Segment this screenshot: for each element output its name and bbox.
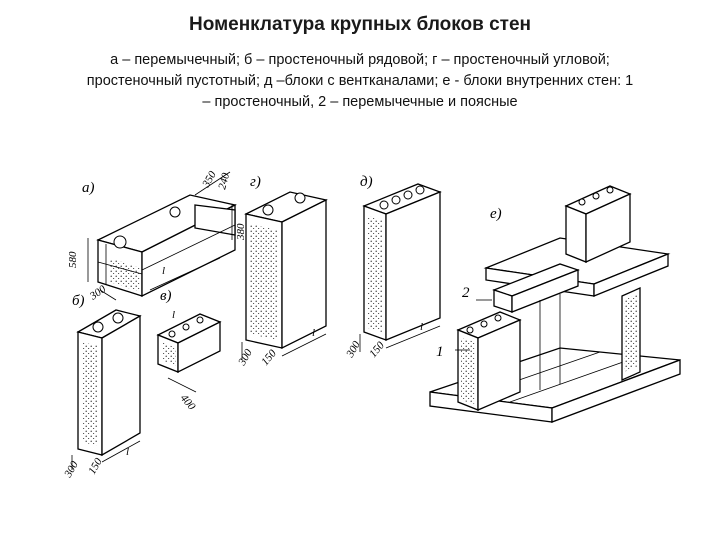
slide-caption: а – перемычечный; б – простеночный рядов… [20,50,700,113]
dim-b-300: 300 [62,459,81,481]
label-e: е) [490,206,502,222]
block-v-hollow [156,313,222,393]
dim-d-l: l [420,321,423,333]
dim-v-l: l [172,309,175,321]
dim-g-l: l [312,327,315,339]
block-e-interior-walls [429,185,681,423]
label-2: 2 [462,285,470,301]
dim-a-240: 240 [216,171,232,191]
label-d: д) [360,174,373,190]
label-1: 1 [436,344,444,360]
block-g-corner-pier [241,191,328,360]
block-d-vent [359,183,442,352]
dim-a-300: 300 [87,283,109,303]
label-v: в) [160,288,172,304]
caption-line-2: простеночный пустотный; д –блоки с вентк… [86,73,634,89]
caption-line-3: – простеночный, 2 – перемычечные и поясн… [202,94,518,110]
dim-d-150: 150 [367,339,387,360]
dim-b-150: 150 [86,456,105,477]
block-a-lintel [87,171,237,301]
label-b: б) [72,293,85,309]
block-b-pier [71,309,142,470]
dim-g-300: 300 [236,347,255,369]
label-g: г) [250,174,261,190]
label-a: а) [82,180,95,196]
dim-g-150: 150 [259,347,279,368]
dim-b-l: l [126,446,129,458]
dim-v-400: 400 [178,392,198,413]
caption-line-1: а – перемычечный; б – простеночный рядов… [110,52,610,68]
dim-a-580: 580 [67,251,79,268]
slide-title: Номенклатура крупных блоков стен [189,14,531,35]
dim-a-380: 380 [235,223,247,241]
dim-a-l: l [162,265,165,277]
